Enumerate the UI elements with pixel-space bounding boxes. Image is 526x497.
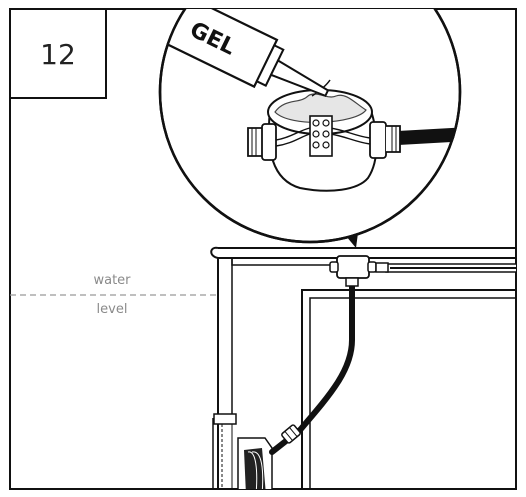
supply-cable	[385, 263, 516, 273]
tank-wall	[210, 246, 516, 489]
mount-bracket	[212, 413, 237, 489]
speaker-cable	[269, 279, 355, 455]
cable-connector	[281, 424, 301, 444]
level-label: level	[97, 302, 128, 317]
terminal-block	[309, 115, 333, 157]
junction-box	[329, 255, 389, 287]
zoom-detail: GEL	[158, 9, 462, 244]
step-badge: 12	[10, 9, 107, 99]
step-number: 12	[40, 38, 76, 71]
speaker-unit	[237, 437, 273, 489]
water-label: water	[93, 273, 131, 288]
